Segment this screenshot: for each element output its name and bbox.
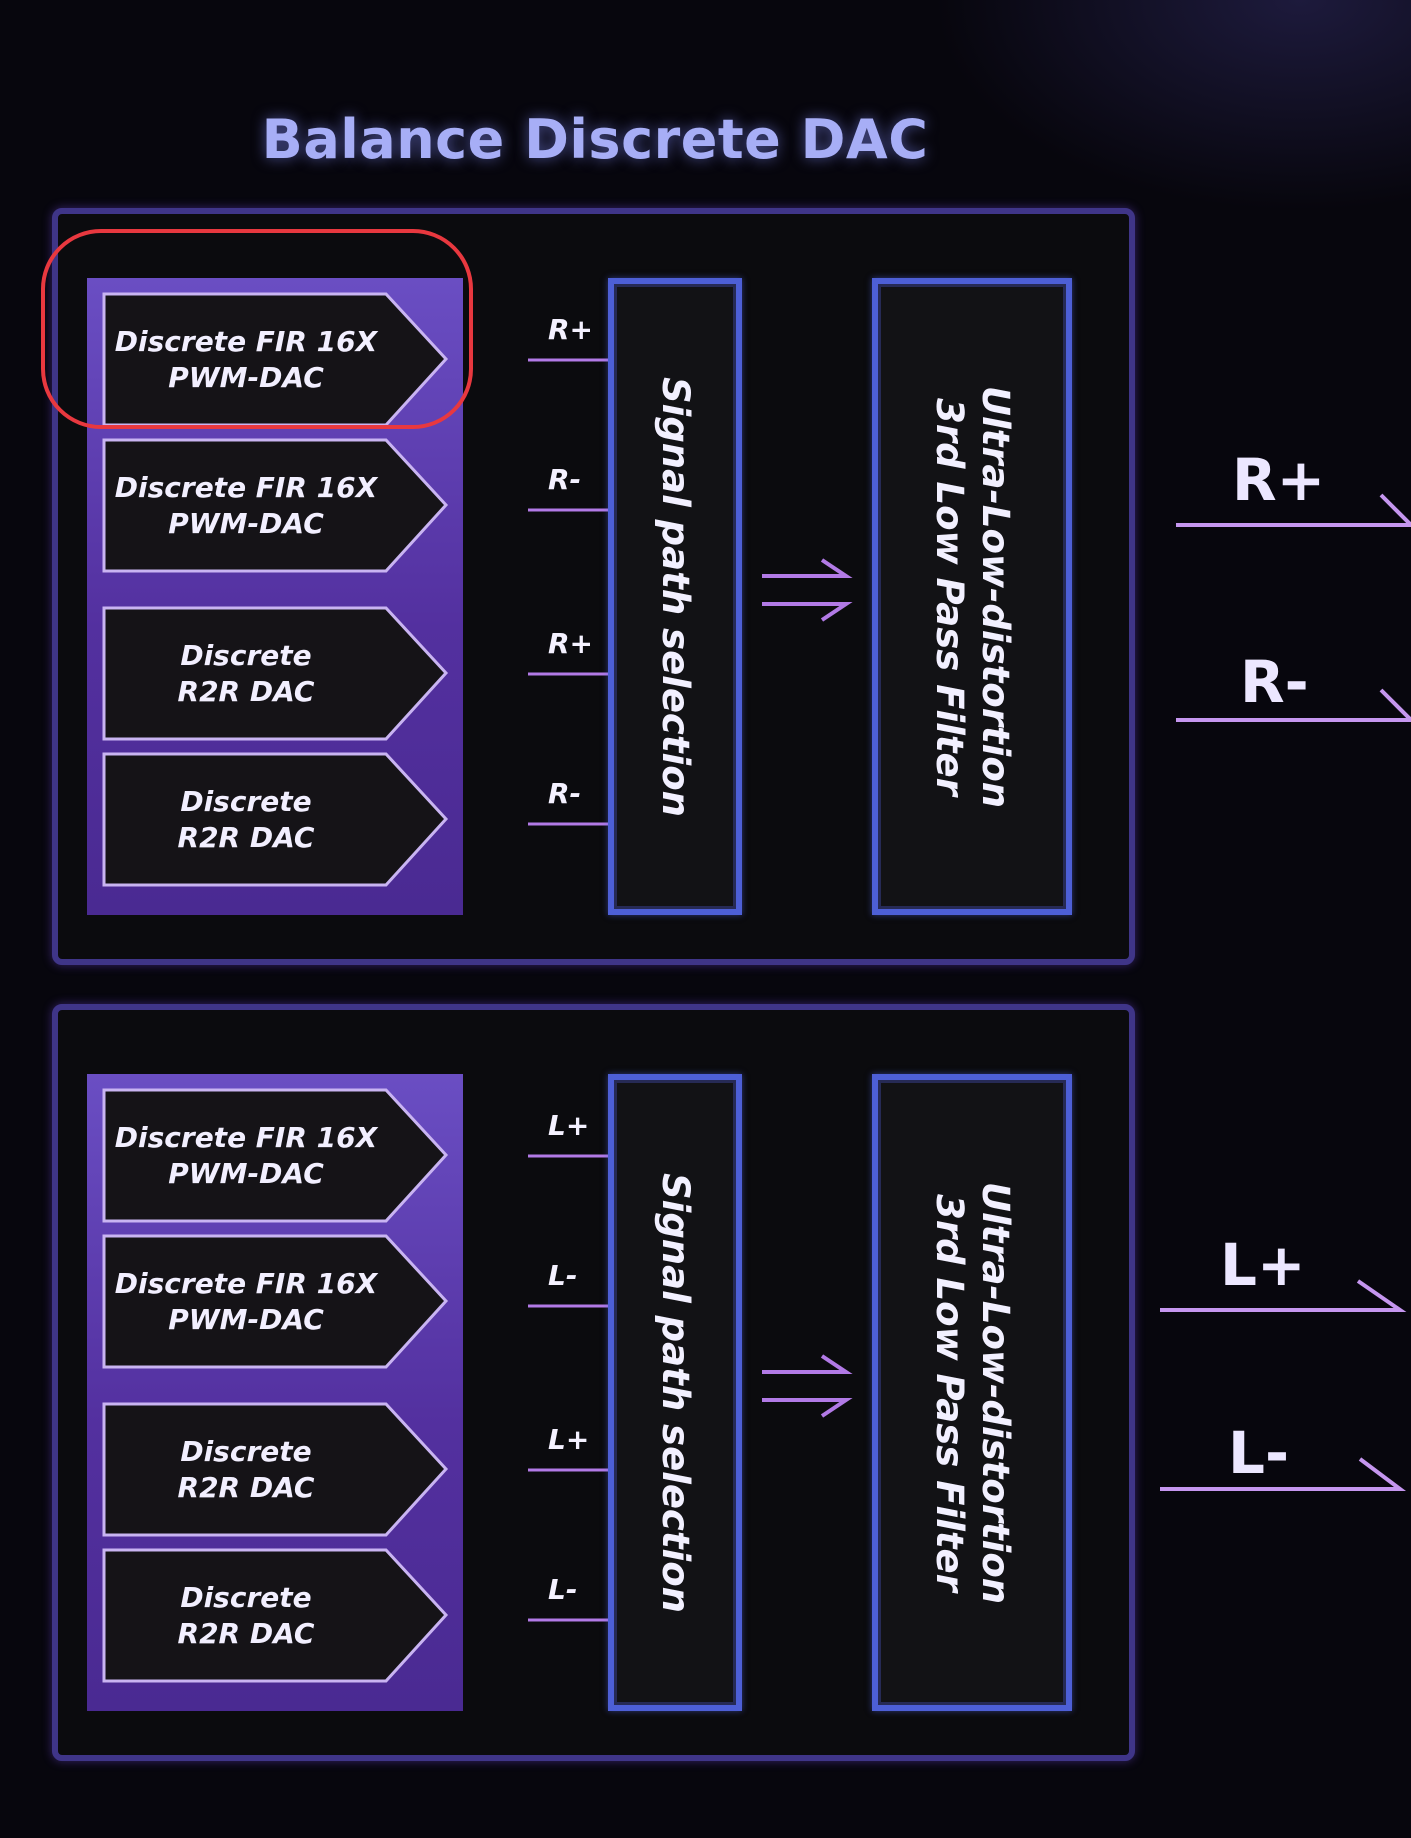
dac-block: Discrete R2R DAC: [101, 605, 453, 742]
signal-label: L-: [548, 1259, 578, 1292]
dac-label: Discrete R2R DAC: [177, 638, 315, 708]
filter-label-line: 3rd Low Pass Filter: [928, 397, 971, 796]
output-signal: R-: [1176, 652, 1411, 742]
output-line-shape: [1176, 493, 1411, 527]
dac-block: Discrete R2R DAC: [101, 751, 453, 888]
dac-column: Discrete FIR 16X PWM-DAC Discrete FIR 16…: [87, 1074, 463, 1711]
double-arrow-icon: [762, 1354, 853, 1418]
low-pass-filter-label: Ultra-Low-distortion 3rd Low Pass Filter: [926, 1181, 1018, 1603]
low-pass-filter-box: Ultra-Low-distortion 3rd Low Pass Filter: [872, 278, 1072, 915]
dac-label: Discrete FIR 16X PWM-DAC: [114, 324, 378, 394]
output-signal: L+: [1160, 1235, 1411, 1325]
dac-block: Discrete R2R DAC: [101, 1401, 453, 1538]
signal-label: R+: [548, 313, 594, 346]
output-signal-label: R-: [1240, 648, 1309, 716]
filter-label-line: 3rd Low Pass Filter: [928, 1193, 971, 1592]
signal-label: R-: [548, 777, 582, 810]
dac-label: Discrete R2R DAC: [177, 784, 315, 854]
dac-block: Discrete FIR 16X PWM-DAC: [101, 1087, 453, 1224]
dac-arrow-shape: [102, 1548, 449, 1683]
signal-label: R+: [548, 627, 594, 660]
dac-label: Discrete R2R DAC: [177, 1434, 315, 1504]
dac-column: Discrete FIR 16X PWM-DAC Discrete FIR 16…: [87, 278, 463, 915]
dac-arrow-shape: [102, 438, 449, 573]
diagram-title: Balance Discrete DAC: [261, 108, 929, 171]
dac-arrow-shape: [102, 1234, 449, 1369]
dac-block: Discrete FIR 16X PWM-DAC: [101, 291, 453, 428]
output-line-shape: [1160, 1457, 1406, 1491]
output-signal-label: R+: [1232, 446, 1326, 514]
dac-label: Discrete FIR 16X PWM-DAC: [114, 470, 378, 540]
double-arrow-icon: [762, 558, 853, 622]
dac-block: Discrete R2R DAC: [101, 1547, 453, 1684]
output-signal: L-: [1160, 1423, 1411, 1513]
dac-label: Discrete FIR 16X PWM-DAC: [114, 1266, 378, 1336]
signal-label: L+: [548, 1109, 590, 1142]
dac-arrow-shape: [102, 606, 449, 741]
output-signal-label: L-: [1228, 1419, 1290, 1487]
output-signal: R+: [1176, 450, 1411, 540]
output-line-shape: [1176, 688, 1411, 722]
low-pass-filter-label: Ultra-Low-distortion 3rd Low Pass Filter: [926, 385, 1018, 807]
highlight-ellipse: [41, 229, 473, 429]
dac-arrow-shape: [102, 1088, 449, 1223]
output-line-shape: [1160, 1279, 1407, 1312]
low-pass-filter-box: Ultra-Low-distortion 3rd Low Pass Filter: [872, 1074, 1072, 1711]
signal-label: L-: [548, 1573, 578, 1606]
signal-path-selection-box: Signal path selection: [608, 278, 742, 915]
signal-label: L+: [548, 1423, 590, 1456]
dac-block: Discrete FIR 16X PWM-DAC: [101, 437, 453, 574]
signal-path-selection-box: Signal path selection: [608, 1074, 742, 1711]
dac-arrow-shape: [102, 1402, 449, 1537]
signal-path-selection-label: Signal path selection: [654, 1172, 697, 1613]
right-channel-panel: Discrete FIR 16X PWM-DAC Discrete FIR 16…: [52, 208, 1135, 965]
dac-label: Discrete R2R DAC: [177, 1580, 315, 1650]
signal-path-selection-label: Signal path selection: [654, 376, 697, 817]
dac-arrow-shape: [102, 752, 449, 887]
filter-label-line: Ultra-Low-distortion: [974, 385, 1017, 808]
dac-block: Discrete FIR 16X PWM-DAC: [101, 1233, 453, 1370]
signal-label: R-: [548, 463, 582, 496]
filter-label-line: Ultra-Low-distortion: [974, 1181, 1017, 1604]
output-signal-label: L+: [1220, 1231, 1306, 1299]
dac-label: Discrete FIR 16X PWM-DAC: [114, 1120, 378, 1190]
left-channel-panel: Discrete FIR 16X PWM-DAC Discrete FIR 16…: [52, 1004, 1135, 1761]
